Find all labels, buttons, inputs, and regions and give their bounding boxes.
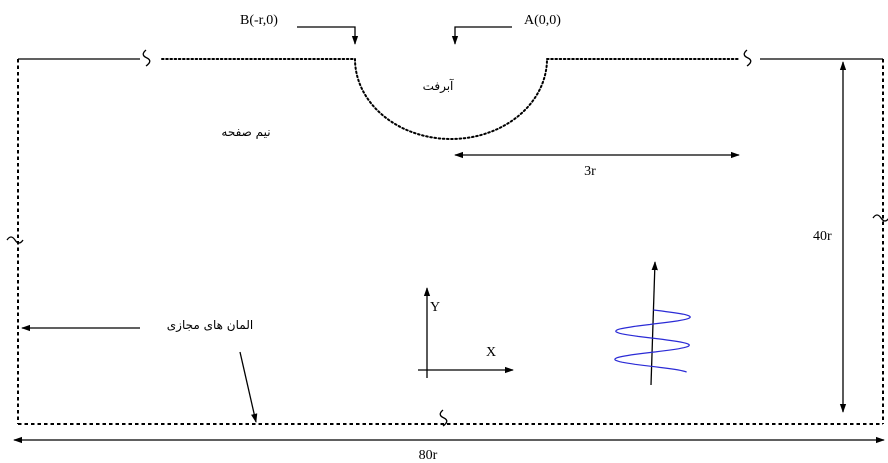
point-b-label: B(-r,0) <box>240 13 278 28</box>
break-mark-icon <box>142 49 151 67</box>
alluvium-label: آبرفت <box>423 78 454 94</box>
incident-wave <box>614 261 691 386</box>
axis-x-label: X <box>486 345 496 360</box>
dimension-80r-label: 80r <box>419 448 438 463</box>
half-space-label: نیم صفحه <box>221 125 270 139</box>
point-b-callout: B(-r,0) <box>240 13 359 45</box>
break-mark-icon <box>743 49 752 67</box>
dimension-3r: 3r <box>454 151 740 179</box>
model-boundary <box>17 59 884 425</box>
point-a-label: A(0,0) <box>524 13 561 28</box>
left-break-mark-icon <box>6 236 24 244</box>
dimension-80r: 80r <box>13 436 885 463</box>
bottom-break-mark-icon <box>439 409 448 427</box>
point-a-callout: A(0,0) <box>451 13 561 45</box>
dimension-40r-label: 40r <box>813 229 832 244</box>
coordinate-axes: Y X <box>418 287 514 378</box>
virtual-elements-callout: المان های مجازی <box>21 318 258 423</box>
virtual-elements-label: المان های مجازی <box>167 318 253 333</box>
axis-y-label: Y <box>430 300 440 315</box>
dimension-3r-label: 3r <box>584 164 596 179</box>
ground-surface <box>18 49 883 67</box>
dimension-40r: 40r <box>813 61 847 413</box>
alluvial-valley-boundary <box>354 58 548 140</box>
sine-wave-icon <box>614 309 691 373</box>
right-break-mark-icon <box>872 214 888 222</box>
